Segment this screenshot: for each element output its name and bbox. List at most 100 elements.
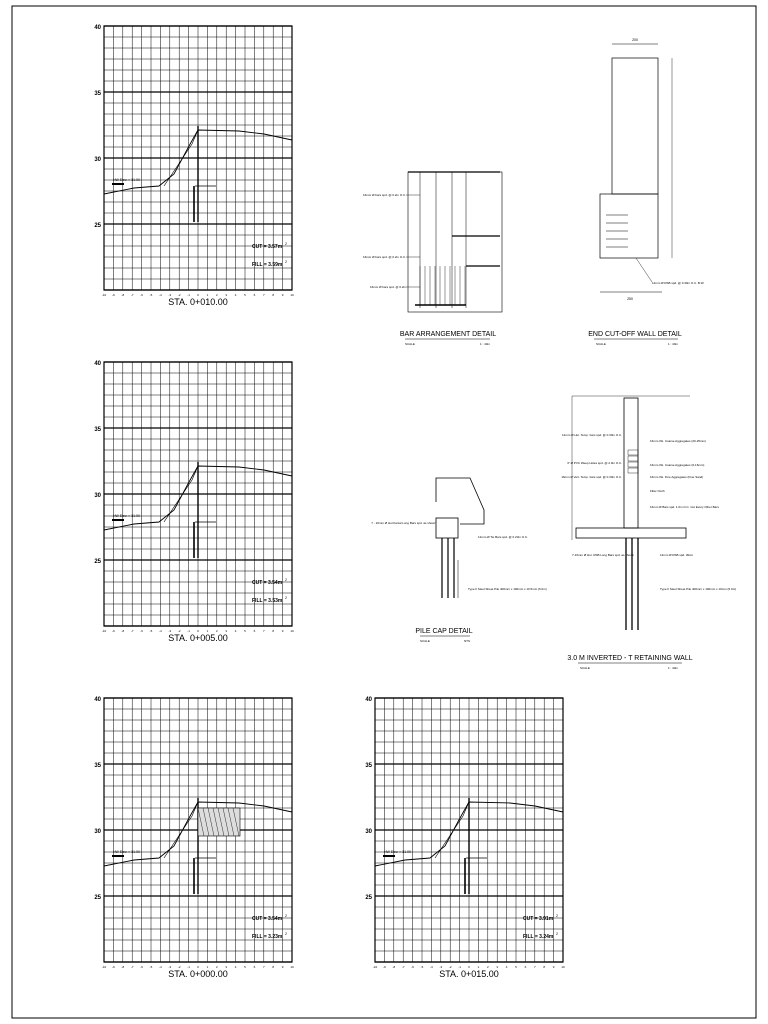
grid-frame (103, 361, 293, 627)
x-tick-label: -1 (187, 965, 190, 969)
x-tick-label: 10 (290, 293, 294, 297)
wall-note: 3" Ø PVC Weep Holes spd. @ 2.0m O.C. (567, 461, 622, 465)
x-tick-label: 5 (244, 293, 246, 297)
x-tick-label: -8 (121, 293, 124, 297)
x-tick-label: 3 (225, 965, 227, 969)
station-label: STA. 0+015.00 (439, 969, 499, 979)
x-tick-label: 8 (272, 629, 274, 633)
gravel-block (627, 449, 639, 456)
x-tick-label: -7 (131, 293, 134, 297)
station-label: STA. 0+000.00 (168, 969, 228, 979)
existing-ground-line (374, 801, 564, 867)
x-tick-label: 7 (263, 629, 265, 633)
wall-note: 12mm Ø RSB spd. 30cm (660, 553, 694, 557)
superscript: 2 (556, 932, 558, 936)
x-tick-label: -9 (112, 293, 115, 297)
x-tick-label: 10 (290, 629, 294, 633)
y-tick-label: 30 (365, 829, 372, 835)
x-tick-label: -10 (102, 293, 107, 297)
x-tick-label: 3 (496, 965, 498, 969)
x-tick-label: -3 (439, 965, 442, 969)
x-tick-label: -10 (102, 965, 107, 969)
superscript: 2 (285, 914, 287, 918)
x-tick-label: 9 (282, 965, 284, 969)
x-tick-label: 4 (235, 293, 237, 297)
hw-elevation-label: HW Elev. ≈ 31.00 (384, 850, 411, 854)
x-tick-label: 0 (468, 965, 470, 969)
detail-title: 3.0 M INVERTED - T RETAINING WALL (567, 655, 692, 662)
wall-note: 12mm Ø Hor. Temp. bars spd. @ 0.30m O.C. (562, 433, 622, 437)
x-tick-label: 6 (254, 629, 256, 633)
y-tick-label: 30 (94, 829, 101, 835)
x-tick-label: -5 (150, 629, 153, 633)
bar-note: 16mm Ø bars spd. @ 0.2m O.C. (363, 255, 406, 259)
x-tick-label: 8 (543, 965, 545, 969)
fill-label: FILL = 3.23m (252, 934, 283, 940)
wall-note: 16mm thk. Fine Aggregates (Fine Sand) (650, 475, 703, 479)
x-tick-label: 4 (506, 965, 508, 969)
x-tick-label: -2 (178, 293, 181, 297)
x-tick-label: -8 (392, 965, 395, 969)
x-tick-label: -8 (121, 965, 124, 969)
rebar-note: 12mm Ø RSB spd. @ 0.30m O.C. B.W. (652, 281, 704, 285)
detail-title: END CUT-OFF WALL DETAIL (588, 331, 682, 338)
scale-value: 1 : 40m (668, 666, 679, 670)
x-tick-label: 3 (225, 293, 227, 297)
x-tick-label: 9 (282, 293, 284, 297)
station-label: STA. 0+010.00 (168, 297, 228, 307)
y-tick-label: 40 (94, 697, 101, 703)
x-tick-label: -10 (102, 629, 107, 633)
fill-label: FILL = 3.53m (252, 598, 283, 604)
wall-note: Filter Cloth (650, 489, 665, 493)
gravel-block (627, 467, 639, 474)
hatch-line (207, 807, 215, 837)
x-tick-label: -9 (112, 965, 115, 969)
y-tick-label: 35 (94, 91, 101, 97)
x-tick-label: 2 (487, 965, 489, 969)
grid-frame (374, 697, 564, 963)
wall-note: Type II Steel Sheet Pile 400mm x 100mm x… (660, 587, 736, 591)
x-tick-label: 2 (216, 629, 218, 633)
existing-ground-line (103, 465, 293, 531)
x-tick-label: -2 (449, 965, 452, 969)
bar-arrangement-detail: 16mm Ø bars spd. @ 0.2m O.C. 16mm Ø bars … (363, 171, 503, 346)
cut-label: CUT = 3.54m (252, 580, 283, 586)
x-tick-label: 3 (225, 629, 227, 633)
y-tick-label: 40 (94, 361, 101, 367)
wall-footing (575, 527, 687, 539)
x-tick-label: 0 (197, 965, 199, 969)
x-tick-label: 1 (207, 629, 209, 633)
y-tick-label: 25 (94, 559, 101, 565)
x-tick-label: -4 (159, 293, 162, 297)
x-tick-label: 8 (272, 293, 274, 297)
design-slope-line (163, 129, 199, 187)
superscript: 2 (285, 596, 287, 600)
scale-label: SCALE (580, 666, 590, 670)
retaining-wall-detail: 12mm Ø Hor. Temp. bars spd. @ 0.30m O.C.… (561, 395, 736, 670)
superscript: 2 (285, 260, 287, 264)
gravel-block (627, 455, 639, 462)
wall-note: 7-16mm Ø Hor. RSB Long Bars spd. as show… (572, 553, 634, 557)
detail-title: BAR ARRANGEMENT DETAIL (400, 331, 496, 338)
scale-label: SCALE (420, 639, 430, 643)
x-tick-label: -4 (159, 965, 162, 969)
x-tick-label: -6 (140, 293, 143, 297)
hw-elevation-label: HW Elev. ≈ 31.00 (113, 514, 140, 518)
grid-frame (103, 25, 293, 291)
wall-note: 16mm thk. Coarse Aggregates (20-25mm) (650, 439, 706, 443)
pile-note: 7 - 16mm Ø Horizontal Long Bars spd. as … (371, 521, 436, 525)
y-tick-label: 35 (365, 763, 372, 769)
y-tick-label: 25 (94, 223, 101, 229)
x-tick-label: 1 (207, 293, 209, 297)
hw-elevation-label: HW Elev. ≈ 31.00 (113, 850, 140, 854)
leader-line (635, 257, 653, 283)
footing-outline (599, 193, 659, 259)
x-tick-label: -9 (383, 965, 386, 969)
hatch-line (212, 807, 220, 837)
cut-label: CUT = 3.54m (252, 916, 283, 922)
station-label: STA. 0+005.00 (168, 633, 228, 643)
bar-note: 16mm Ø bars spd. @ 0.2m (370, 285, 407, 289)
